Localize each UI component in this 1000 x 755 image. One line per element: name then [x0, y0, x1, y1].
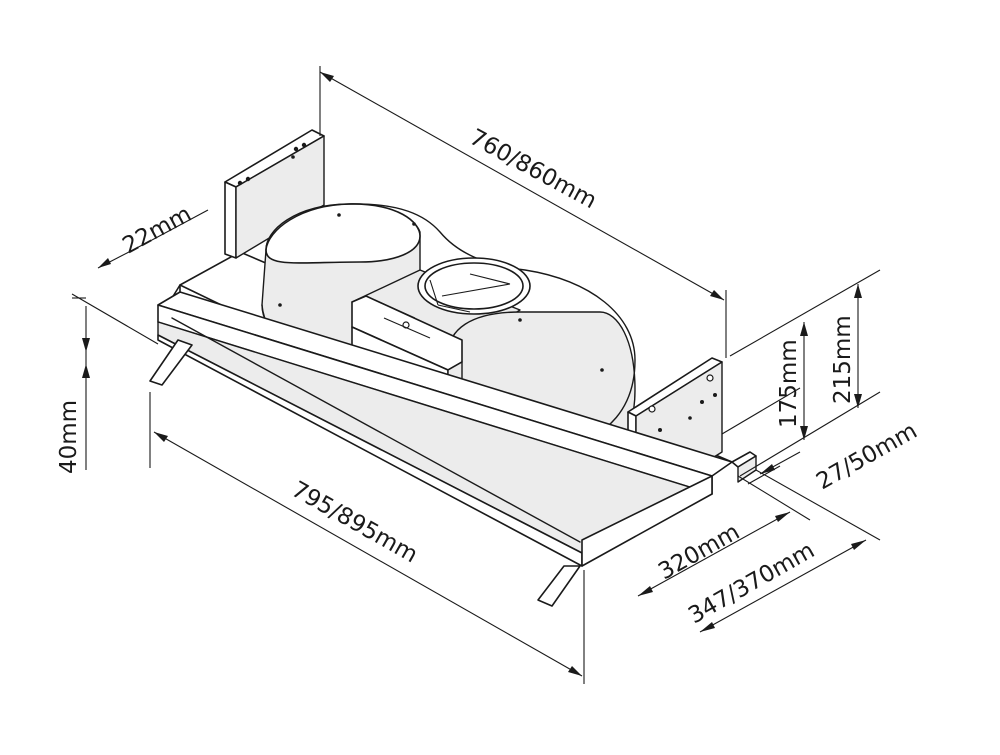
extension-lines	[71, 66, 881, 684]
dim-line-width-top	[319, 71, 725, 301]
label-depth-body: 320mm	[654, 519, 744, 585]
front-visor	[157, 291, 733, 567]
dim-line-depth-body	[637, 511, 791, 597]
dim-line-width-front	[153, 431, 583, 677]
front-right-leg	[537, 565, 581, 607]
label-height-front: 40mm	[56, 400, 82, 474]
front-left-leg	[149, 339, 193, 386]
exhaust-collar	[417, 257, 531, 315]
label-width-top: 760/860mm	[465, 124, 601, 214]
dim-line-depth-total	[699, 539, 867, 633]
label-width-front: 795/895mm	[287, 477, 422, 569]
label-height-total: 215mm	[830, 315, 856, 404]
label-height-bracket: 175mm	[776, 339, 802, 428]
dimension-lines	[82, 71, 867, 677]
left-mounting-bracket	[224, 129, 325, 259]
label-depth-flange: 22mm	[118, 201, 196, 259]
range-hood	[149, 129, 757, 607]
label-offset: 27/50mm	[812, 418, 921, 495]
